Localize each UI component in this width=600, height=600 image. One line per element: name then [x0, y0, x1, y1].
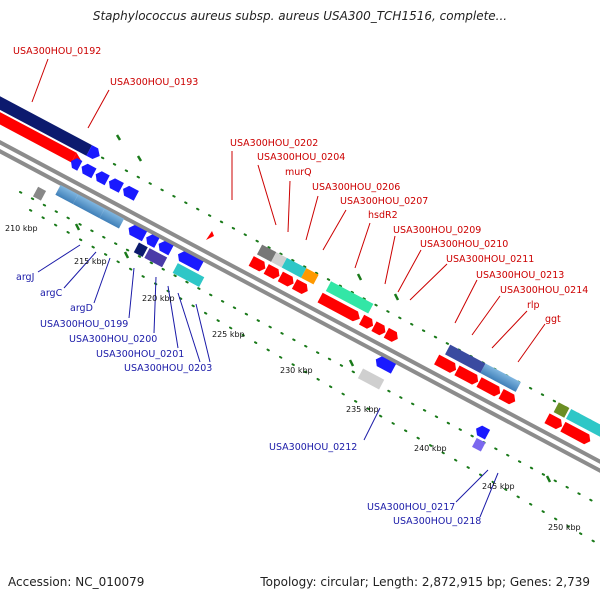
gene-label[interactable]: USA300HOU_0201 — [96, 349, 184, 360]
tick-label: 230 kbp — [280, 366, 313, 375]
feature-track — [0, 95, 600, 446]
cds-forward-a[interactable] — [0, 108, 77, 163]
cds-usa300hou-0211[interactable] — [383, 327, 401, 344]
gene-label[interactable]: USA300HOU_0200 — [69, 334, 157, 345]
gene-label[interactable]: USA300HOU_0217 — [367, 502, 455, 513]
cds-forward-d1[interactable] — [544, 413, 564, 431]
cds-forward-b2[interactable] — [263, 264, 282, 281]
gene-label[interactable]: USA300HOU_0199 — [40, 319, 128, 330]
tick-label: 220 kbp — [142, 294, 175, 303]
gene-label[interactable]: USA300HOU_0211 — [446, 254, 534, 265]
cds-usa300hou-0209[interactable] — [359, 314, 376, 331]
cds-purple-small[interactable] — [144, 248, 168, 268]
cds-murq[interactable] — [281, 257, 307, 278]
gene-label[interactable]: USA300HOU_0204 — [257, 152, 345, 163]
cds-usa300hou-0213[interactable] — [445, 344, 486, 374]
gene-label[interactable]: USA300HOU_0207 — [340, 196, 428, 207]
tick-labels: 210 kbp 215 kbp 220 kbp 225 kbp 230 kbp … — [5, 224, 581, 532]
gene-label[interactable]: argC — [40, 288, 63, 299]
cds-reverse-a2[interactable] — [79, 162, 97, 179]
cds-reverse-a1[interactable] — [68, 156, 83, 171]
gene-label[interactable]: USA300HOU_0209 — [393, 225, 481, 236]
cds-reverse-a4[interactable] — [106, 176, 124, 193]
gene-label[interactable]: hsdR2 — [368, 210, 398, 221]
feature-track-lower — [126, 223, 491, 452]
cds-argc[interactable] — [73, 194, 105, 219]
tick-label: 215 kbp — [74, 257, 107, 266]
cds-forward-b3[interactable] — [277, 271, 296, 289]
cds-forward-c2[interactable] — [454, 365, 480, 386]
cds-hsdr2[interactable] — [317, 292, 363, 324]
cds-usa300hou-0192[interactable] — [0, 95, 92, 156]
cds-cyan-right[interactable] — [566, 408, 600, 438]
cds-usa300hou-0218[interactable] — [472, 437, 486, 452]
cds-reverse-c1[interactable] — [373, 355, 397, 374]
gene-label[interactable]: USA300HOU_0203 — [124, 363, 212, 374]
cds-forward-c3[interactable] — [476, 377, 502, 398]
backbone — [0, 140, 600, 473]
cds-reverse-a3[interactable] — [93, 169, 110, 186]
cds-usa300hou-0207[interactable] — [325, 281, 374, 314]
cds-usa300hou-0217[interactable] — [473, 424, 491, 440]
cds-usa300hou-0202[interactable] — [256, 244, 277, 262]
cds-usa300hou-0203[interactable] — [175, 249, 204, 272]
reverse-gene-labels: argJ argC argD USA300HOU_0199 USA300HOU_… — [16, 272, 481, 527]
cds-grey-small[interactable] — [32, 186, 47, 201]
gene-label[interactable]: USA300HOU_0212 — [269, 442, 357, 453]
gene-label[interactable]: USA300HOU_0192 — [13, 46, 101, 57]
tick-label: 245 kbp — [482, 482, 515, 491]
cds-rlp[interactable] — [434, 354, 459, 375]
cds-usa300hou-0212[interactable] — [357, 368, 385, 390]
cds-cyan-lower[interactable] — [172, 263, 205, 287]
gene-label[interactable]: argD — [70, 303, 93, 314]
genome-summary-text: Topology: circular; Length: 2,872,915 bp… — [260, 575, 590, 589]
cds-usa300hou-0214[interactable] — [480, 363, 521, 392]
cds-red-wedge[interactable] — [206, 231, 214, 240]
gene-label[interactable]: USA300HOU_0206 — [312, 182, 400, 193]
tick-label: 240 kbp — [414, 444, 447, 453]
cds-argj[interactable] — [55, 185, 79, 205]
cds-usa300hou-0200[interactable] — [144, 232, 160, 248]
cds-forward-b1[interactable] — [248, 256, 268, 273]
cds-navy-small[interactable] — [133, 242, 148, 257]
cds-usa300hou-0199[interactable] — [120, 184, 139, 201]
tick-label: 250 kbp — [548, 523, 581, 532]
tick-label: 210 kbp — [5, 224, 38, 233]
tick-label: 235 kbp — [346, 405, 379, 414]
cds-reverse-b1[interactable] — [126, 223, 148, 242]
forward-gene-labels: USA300HOU_0192 USA300HOU_0193 USA300HOU_… — [13, 46, 588, 325]
cds-usa300hou-0201[interactable] — [156, 239, 174, 256]
leader-lines-reverse — [37, 244, 499, 518]
cds-olive[interactable] — [553, 402, 570, 418]
gene-label[interactable]: argJ — [16, 272, 34, 283]
gene-label[interactable]: USA300HOU_0214 — [500, 285, 588, 296]
gene-label[interactable]: USA300HOU_0213 — [476, 270, 564, 281]
gene-label[interactable]: USA300HOU_0218 — [393, 516, 481, 527]
gc-skew-marks — [74, 134, 552, 483]
gene-label[interactable]: USA300HOU_0193 — [110, 77, 198, 88]
cds-forward-d2[interactable] — [560, 421, 593, 446]
cds-forward-b4[interactable] — [291, 279, 310, 296]
cds-usa300hou-0193[interactable] — [86, 145, 102, 161]
gene-label[interactable]: murQ — [285, 167, 312, 178]
tick-label: 225 kbp — [212, 330, 245, 339]
gene-label[interactable]: USA300HOU_0202 — [230, 138, 318, 149]
cds-usa300hou-0210[interactable] — [371, 321, 388, 337]
accession-text: Accession: NC_010079 — [8, 575, 145, 589]
cds-ggt[interactable] — [498, 388, 518, 406]
leader-lines-forward — [31, 58, 546, 363]
gene-label[interactable]: rlp — [527, 300, 540, 311]
cds-usa300hou-0204[interactable] — [271, 252, 287, 268]
map-title: Staphylococcus aureus subsp. aureus USA3… — [92, 9, 508, 23]
gene-label[interactable]: ggt — [545, 314, 561, 325]
cds-argd[interactable] — [99, 208, 125, 229]
gene-label[interactable]: USA300HOU_0210 — [420, 239, 508, 250]
cds-usa300hou-0206[interactable] — [301, 268, 319, 285]
